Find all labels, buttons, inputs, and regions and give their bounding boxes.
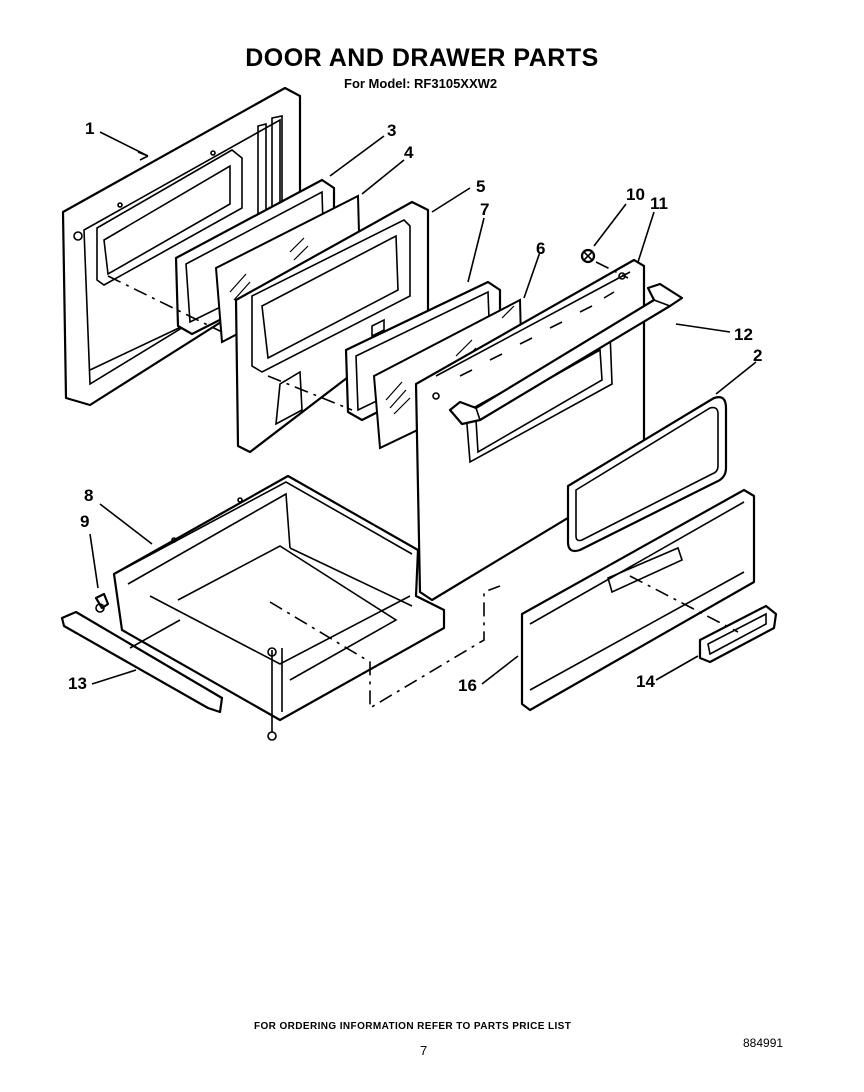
ordering-note: FOR ORDERING INFORMATION REFER TO PARTS … bbox=[254, 1021, 572, 1032]
callout-14: 14 bbox=[636, 672, 655, 691]
part-12-door-handle bbox=[448, 282, 684, 426]
part-8-drawer-box bbox=[112, 474, 446, 741]
callout-11: 11 bbox=[650, 194, 668, 213]
callout-1: 1 bbox=[85, 119, 94, 138]
callout-2: 2 bbox=[753, 346, 762, 365]
callout-16: 16 bbox=[458, 676, 477, 695]
callout-10: 10 bbox=[626, 185, 645, 204]
part-13-drawer-rail bbox=[60, 610, 224, 714]
callout-8: 8 bbox=[84, 486, 93, 505]
callout-3: 3 bbox=[387, 121, 396, 140]
page-title: DOOR AND DRAWER PARTS bbox=[245, 44, 599, 72]
part-14-drawer-handle bbox=[698, 604, 778, 664]
part-10-screw bbox=[580, 248, 596, 264]
diagram-code: 884991 bbox=[743, 1036, 784, 1050]
callout-4: 4 bbox=[404, 143, 414, 162]
callout-5: 5 bbox=[476, 177, 485, 196]
callout-9: 9 bbox=[80, 512, 89, 531]
callout-7: 7 bbox=[480, 200, 489, 219]
callout-12: 12 bbox=[734, 325, 753, 344]
leader-lines bbox=[89, 131, 757, 685]
model-subtitle: For Model: RF3105XXW2 bbox=[344, 76, 498, 91]
part-9-clip bbox=[94, 592, 110, 613]
page-number: 7 bbox=[420, 1043, 428, 1058]
callout-6: 6 bbox=[536, 239, 545, 258]
part-16-drawer-front bbox=[520, 488, 756, 712]
part-2-window-gasket bbox=[566, 396, 728, 553]
callout-13: 13 bbox=[68, 674, 87, 693]
assembly-lines bbox=[107, 261, 739, 710]
callout-numbers: 1 3 4 5 7 6 10 11 12 2 8 9 13 16 14 bbox=[68, 119, 762, 695]
